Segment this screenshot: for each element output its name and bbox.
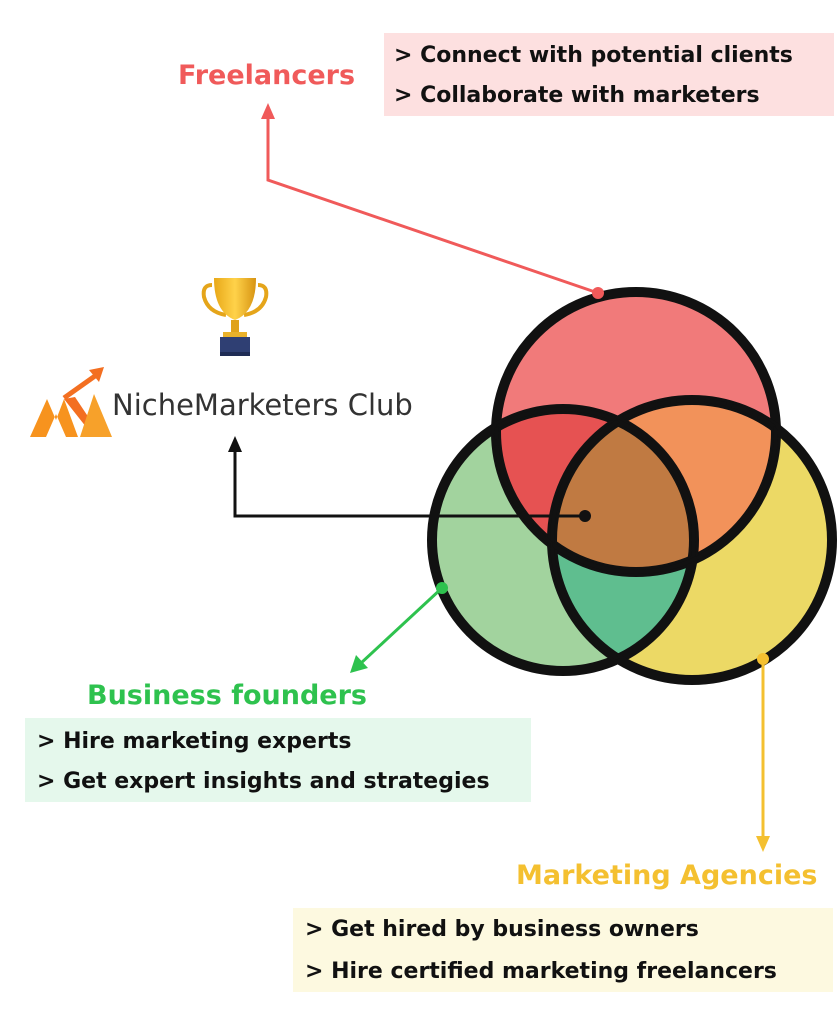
agencies-bullet-1: > Get hired by business owners bbox=[305, 917, 699, 942]
business-bullet-1: > Hire marketing experts bbox=[37, 729, 351, 754]
brand-name: NicheMarketers Club bbox=[112, 388, 413, 422]
agencies-connector bbox=[756, 653, 770, 852]
freelancers-title: Freelancers bbox=[178, 60, 355, 91]
venn-circles bbox=[427, 287, 837, 685]
business-bullet-2: > Get expert insights and strategies bbox=[37, 769, 490, 794]
business-bullets-box bbox=[25, 718, 531, 802]
business-connector bbox=[350, 582, 448, 673]
agencies-bullet-2: > Hire certified marketing freelancers bbox=[305, 959, 777, 984]
rising-arrow-logo-icon bbox=[30, 367, 112, 437]
freelancers-bullet-1: > Connect with potential clients bbox=[394, 43, 793, 68]
agencies-bullets-box bbox=[293, 908, 833, 992]
agencies-title: Marketing Agencies bbox=[516, 860, 817, 891]
business-title: Business founders bbox=[87, 680, 367, 711]
freelancers-bullets-box bbox=[384, 33, 834, 116]
center-connector bbox=[228, 436, 591, 522]
freelancers-connector bbox=[261, 103, 604, 299]
freelancers-bullet-2: > Collaborate with marketers bbox=[394, 83, 760, 108]
trophy-icon bbox=[201, 278, 269, 356]
